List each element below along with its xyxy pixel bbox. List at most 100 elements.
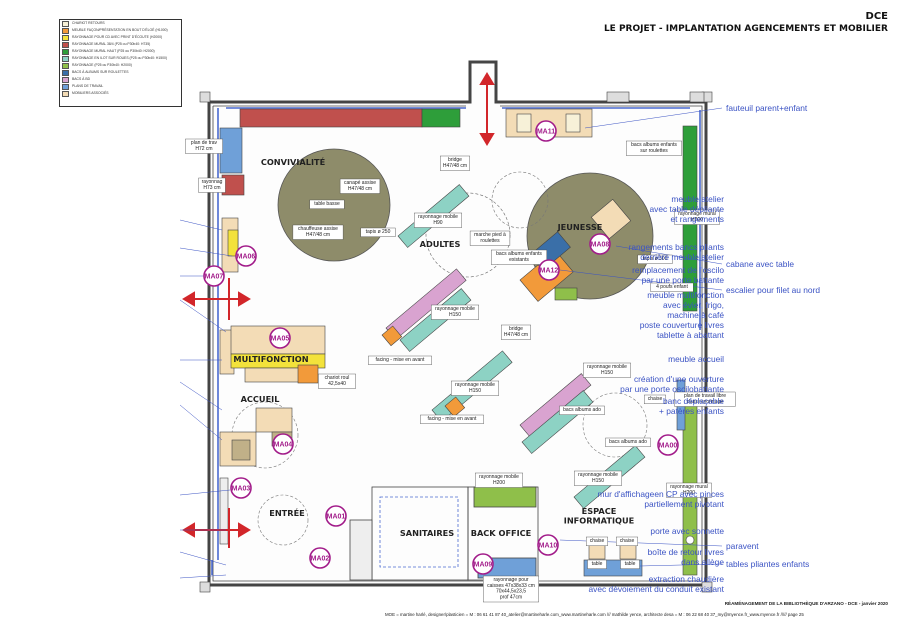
annotation-left-4: meuble accueil	[668, 354, 724, 364]
label-chaise1: chaise	[648, 396, 663, 402]
annotation-left-10: extraction chaudière avec dévoiement du …	[588, 574, 724, 594]
zone-title-convivialite: CONVIVIALITÉ	[261, 156, 325, 167]
legend-label: RAYONNAGE MURAL HAUT (P25 ou P30b40: H20…	[72, 49, 155, 53]
annotation-right-4: tables pliantes enfants	[726, 559, 810, 569]
marker-label-ma09: MA09	[474, 562, 493, 569]
legend-label: PLANS DE TRAVAIL	[72, 84, 104, 88]
annotation-right-2: escalier pour filet au nord	[726, 285, 821, 295]
marker-ma08	[589, 233, 611, 255]
marker-label-ma02: MA02	[311, 556, 330, 563]
legend-label: RAYONNAGE (P25 ou P30b40: H2000)	[72, 63, 132, 67]
label-rayon-h73-box	[198, 177, 226, 193]
annotation-left-9: boîte de retour livres dans allège	[647, 547, 724, 567]
label-chariot: 42,5x40	[328, 381, 346, 387]
label-bacs-roulettes: bacs albums enfants	[631, 142, 677, 148]
label-bacs-roulettes: sur roulettes	[640, 148, 668, 154]
label-plan-travail: H72 cm	[195, 146, 212, 152]
legend-item: RAYONNAGE EN ILOT SUR ROUES (P25 ou P30b…	[60, 55, 181, 62]
label-bridge2: bridge	[509, 326, 523, 332]
legend-label: RAYONNAGE POUR CD AVEC PRINT D'ÉCOUTE (H…	[72, 35, 163, 39]
label-plan-libre: dans rayonnage	[687, 399, 723, 405]
label-rayon-mobile-h150b: rayonnage mobile	[587, 364, 627, 370]
annotation-left-1: rangements bancs pliants derrière meuble…	[628, 242, 724, 262]
label-canape-box	[339, 178, 381, 194]
marker-label-ma04: MA04	[274, 442, 293, 449]
marker-ma03	[230, 477, 252, 499]
leader-line	[179, 404, 223, 441]
label-rayon-caisses: 70x44,5x23,5	[496, 589, 526, 595]
accueil-circle	[231, 401, 299, 469]
zone-title-entree: ENTRÉE	[269, 507, 305, 518]
legend-swatch	[62, 69, 69, 76]
label-table1-box	[587, 559, 607, 569]
marker-label-ma11: MA11	[537, 129, 555, 136]
leader-line	[179, 489, 231, 496]
annotation-left-3: meuble multifonction avec évier, frigo, …	[639, 290, 724, 340]
legend-item: BACS À ALBUMS SUR ROULETTES	[60, 69, 181, 76]
label-plan-libre-box	[674, 391, 736, 407]
label-rayon-h73: rayonnag	[202, 179, 223, 185]
marker-ma09	[472, 553, 494, 575]
top-wall-shelving	[239, 108, 593, 138]
label-plan-libre: plan de travail libre	[684, 393, 726, 399]
annotation-right-1: cabane avec table	[726, 259, 794, 269]
label-rayon-mobile-h200: rayonnage mobile	[479, 474, 519, 480]
leader-line	[179, 219, 223, 231]
label-bacs-ado-box	[559, 405, 605, 415]
label-bacs-roulettes-box	[626, 140, 682, 156]
markers: MA11MA06MA07MA05MA08MA12MA04MA03MA01MA02…	[203, 120, 679, 575]
legend-swatch	[62, 76, 69, 83]
label-rayon-mobile-h150c: rayonnage mobile	[455, 382, 495, 388]
zone-title-jeunesse: JEUNESSE	[557, 222, 603, 232]
zone-title-espace-informatique: INFORMATIQUE	[564, 515, 634, 525]
label-canape: canapé assise	[344, 180, 376, 186]
entree-circle	[257, 494, 309, 546]
label-facing2-box	[420, 414, 484, 424]
legend-item: RAYONNAGE MURAL 38/4 (P25 ou P30b40: H73…	[60, 41, 181, 48]
label-facing1: facing - mise en avant	[376, 357, 426, 363]
marker-label-ma03: MA03	[232, 486, 251, 493]
label-chauffeuse-box	[292, 224, 344, 240]
marker-label-ma08: MA08	[591, 242, 610, 249]
leader-line	[179, 247, 233, 257]
label-rayon-mobile-h150c-box	[451, 380, 500, 396]
legend-label: BACS À BD	[72, 77, 91, 81]
label-tapis-250-box	[360, 227, 396, 237]
label-poufs-box	[650, 282, 694, 292]
label-chaise1-box	[644, 394, 667, 404]
annotation-left-8: porte avec sonnette	[650, 526, 724, 536]
label-bridge1: bridge	[448, 157, 462, 163]
annotation-left-0: meuble atelier avec table dépliante et r…	[649, 194, 725, 224]
label-chaise3-box	[616, 536, 639, 546]
label-bacs-ado2: bacs albums ado	[609, 439, 647, 445]
label-bacs-existants: bacs albums enfants	[496, 251, 542, 257]
annotation-right-0: fauteuil parent+enfant	[726, 103, 808, 113]
label-rayon-mobile-h200: H200	[493, 480, 505, 486]
legend-item: MEUBLE FAÇON/PRÉSENTATION EN BOUT D'ÉLOÉ…	[60, 27, 181, 34]
legend-label: CHARIOT RETOURS	[72, 21, 105, 25]
label-chauffeuse: chauffeuse assise	[298, 226, 338, 232]
label-chariot: chariot roul	[325, 375, 350, 381]
leader-line	[179, 381, 223, 411]
footer-credits: MOE = martine harlé, designer/plasticien…	[385, 612, 804, 617]
marker-ma11	[535, 120, 557, 142]
label-tapis-250: tapis ø 250	[366, 229, 391, 235]
label-plan-travail: plan de trav	[191, 140, 218, 146]
label-rayon-mobile-h150a-box	[431, 304, 480, 320]
label-rayon-mobile-h90: H90	[433, 220, 442, 226]
marker-ma04	[272, 433, 294, 455]
zone-title-adultes: ADULTES	[420, 239, 461, 249]
marker-ma12	[538, 259, 560, 281]
leader-line	[584, 107, 723, 129]
document-label: DCE	[865, 11, 888, 22]
label-rayon-mural-h200: H200	[691, 217, 703, 223]
label-chaise2: chaise	[590, 538, 605, 544]
label-marche-pied: roulettes	[480, 238, 500, 244]
label-rayon-h73: H73 cm	[203, 185, 220, 191]
label-rayon-caisses: rayonnage pour	[493, 577, 528, 583]
annotation-left-7: mur d'affichageen CP avec pinces partiel…	[597, 489, 724, 509]
label-rayon-mobile-h200-box	[475, 472, 524, 488]
label-rayon-mural-h200b-box	[666, 482, 712, 498]
